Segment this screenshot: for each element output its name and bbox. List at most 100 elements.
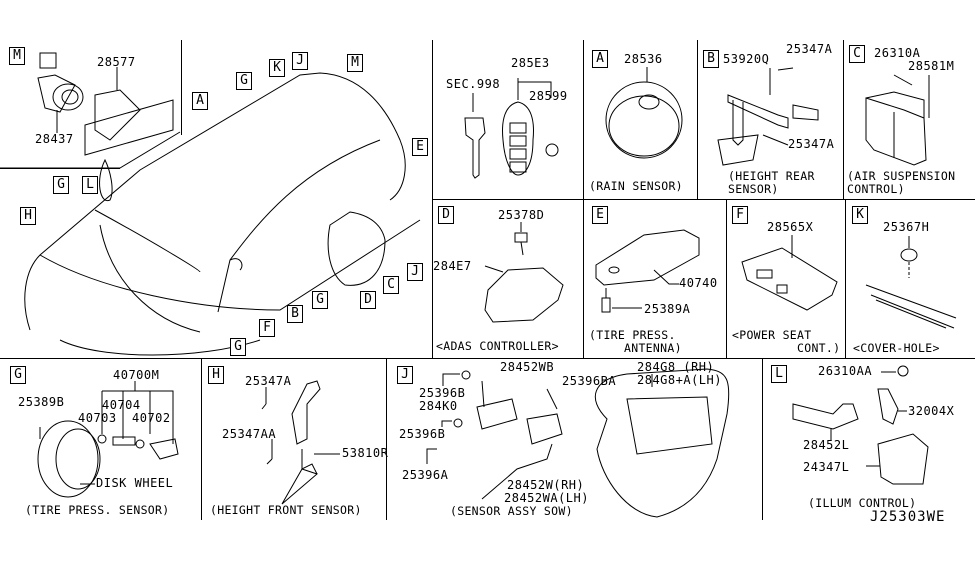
part-number: 25347A [788, 137, 835, 151]
illum-control-icon [792, 365, 929, 485]
part-number: 24347L [803, 460, 850, 474]
part-number: 25396B [419, 386, 466, 400]
panel-cover-hole: K 25367H <COVER-HOLE> [846, 200, 975, 358]
part-number: 28565X [767, 220, 814, 234]
part-number: 40703 [78, 411, 117, 425]
callout-e[interactable]: E [412, 138, 428, 156]
caption: <ADAS CONTROLLER> [436, 339, 559, 353]
height-front-sensor-icon [261, 380, 340, 505]
part-number: 28452L [803, 438, 850, 452]
tag-box: E [592, 206, 608, 224]
part-number: 25367H [883, 220, 930, 234]
tag-box: G [10, 366, 26, 384]
part-number: DISK WHEEL [96, 476, 174, 490]
callout-h[interactable]: H [20, 207, 36, 225]
caption: (HEIGHT REAR [728, 169, 815, 183]
panel-rain-sensor: A 28536 (RAIN SENSOR) [584, 40, 697, 199]
part-number: SEC.998 [446, 77, 501, 91]
inset-m: M 28577 28437 [0, 40, 181, 168]
caption: <COVER-HOLE> [853, 341, 940, 355]
panel-sensor-assy-sow: J 28452WB 25396BA 25396B 284K0 25396B 25… [387, 359, 762, 520]
tag-box: C [849, 45, 865, 63]
panel-air-suspension-control: C 26310A 28581M (AIR SUSPENSION CONTROL) [844, 40, 975, 199]
callout-l[interactable]: L [82, 176, 98, 194]
tag-box: F [732, 206, 748, 224]
part-number: 25396B [399, 427, 446, 441]
part-number: 53920Q [723, 52, 770, 66]
part-number: 53810R [342, 446, 389, 460]
caption: (TIRE PRESS. SENSOR) [25, 503, 170, 517]
caption: (TIRE PRESS. [589, 328, 676, 342]
part-number: 25347A [245, 374, 292, 388]
sensor-assy-icon [426, 368, 730, 518]
part-number: 284G8+A(LH) [637, 373, 722, 387]
tire-antenna-icon [595, 229, 700, 313]
callout-f[interactable]: F [259, 319, 275, 337]
part-number: 28536 [624, 52, 663, 66]
caption: (RAIN SENSOR) [589, 179, 683, 193]
callout-j[interactable]: J [292, 52, 308, 70]
part-number: 285E3 [511, 56, 550, 70]
grid-line [201, 358, 202, 520]
callout-b[interactable]: B [287, 305, 303, 323]
callout-m[interactable]: M [347, 54, 363, 72]
callout-g[interactable]: G [312, 291, 328, 309]
callout-d[interactable]: D [360, 291, 376, 309]
callout-a[interactable]: A [192, 92, 208, 110]
part-number: 284E7 [433, 259, 472, 273]
caption: (AIR SUSPENSION [847, 169, 956, 183]
panel-height-rear-sensor: B 53920Q 25347A 25347A (HEIGHT REAR SENS… [698, 40, 843, 199]
tag-box: L [771, 365, 787, 383]
tag-box: M [9, 47, 25, 65]
callout-j[interactable]: J [407, 263, 423, 281]
part-number: 28577 [97, 55, 136, 69]
part-number: 40702 [132, 411, 171, 425]
tire-sensor-icon [37, 381, 179, 498]
part-number: 40700M [113, 368, 160, 382]
caption: (SENSOR ASSY SOW) [450, 504, 573, 518]
diagram-code: J25303WE [870, 509, 946, 525]
part-number: 32004X [908, 404, 955, 418]
callout-c[interactable]: C [383, 276, 399, 294]
caption: CONTROL) [847, 182, 905, 196]
grid-line [181, 40, 182, 135]
part-number: 28452WA(LH) [504, 491, 589, 505]
smart-key-icon [464, 78, 559, 179]
callout-g[interactable]: G [230, 338, 246, 356]
grid-line [0, 358, 975, 359]
part-number: 25389B [18, 395, 65, 409]
caption: (ILLUM CONTROL) [808, 496, 917, 510]
callout-k[interactable]: K [269, 59, 285, 77]
part-number: 26310AA [818, 364, 873, 378]
key-panel: SEC.998 285E3 28599 [433, 40, 583, 199]
caption: CONT.) [797, 341, 841, 355]
air-suspension-module-icon [865, 74, 930, 166]
caption: (HEIGHT FRONT SENSOR) [210, 503, 362, 517]
rain-sensor-icon [605, 67, 683, 159]
grid-line [432, 199, 975, 200]
tag-box: B [703, 50, 719, 68]
adas-controller-icon [484, 222, 564, 323]
height-rear-sensor-icon [717, 67, 819, 166]
part-number: 25396A [402, 468, 449, 482]
part-number: 25347AA [222, 427, 277, 441]
grid-line [726, 199, 727, 358]
caption: ANTENNA) [624, 341, 682, 355]
tag-box: H [208, 366, 224, 384]
part-number: 28452W(RH) [507, 478, 585, 492]
tag-box: J [397, 366, 413, 384]
grid-line [583, 40, 584, 199]
panel-height-front-sensor: H 25347A 25347AA 53810R (HEIGHT FRONT SE… [202, 359, 389, 520]
grid-line [583, 199, 584, 358]
grid-line [697, 40, 698, 199]
grid-line [762, 358, 763, 520]
tag-box: D [438, 206, 454, 224]
power-seat-module-icon [741, 235, 838, 311]
callout-g[interactable]: G [236, 72, 252, 90]
cover-hole-icon [865, 236, 957, 329]
tag-box: K [852, 206, 868, 224]
callout-g[interactable]: G [53, 176, 69, 194]
part-number: 40740 [679, 276, 718, 290]
panel-power-seat-cont: F 28565X <POWER SEAT CONT.) [727, 200, 845, 358]
part-number: 28599 [529, 89, 568, 103]
